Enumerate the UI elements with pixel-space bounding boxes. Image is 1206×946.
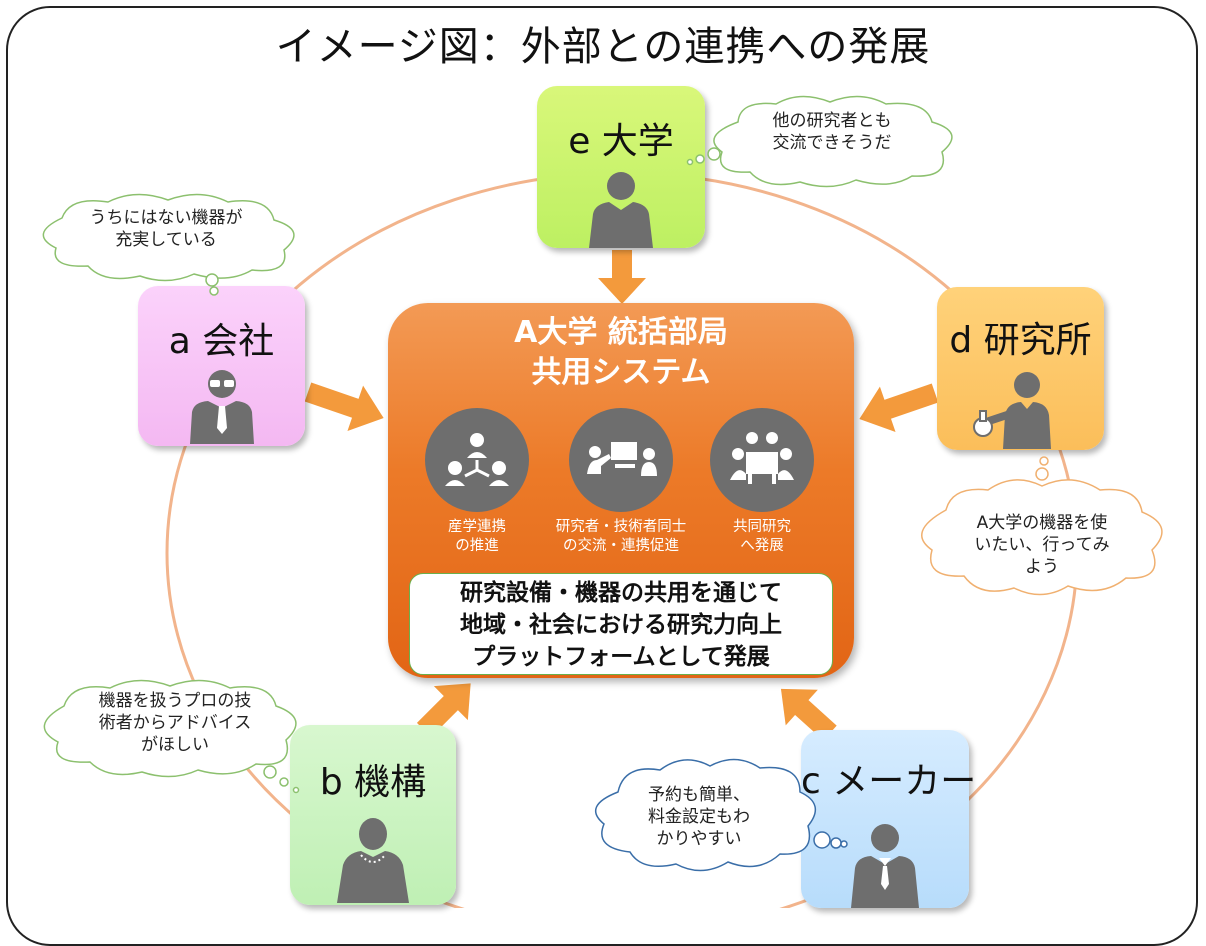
bubble-text-a: うちにはない機器が 充実している: [89, 208, 243, 250]
glasses-person-icon: [189, 370, 254, 444]
node-c-manufacturer: c メーカー: [801, 730, 977, 908]
businessman-icon: [851, 824, 919, 908]
arrow-a-to-center: [304, 382, 384, 431]
person-icon: [589, 172, 653, 248]
central-system-title: A大学 統括部局 共用システム: [388, 313, 854, 393]
node-label: e 大学: [568, 121, 674, 162]
thought-bubble-c: [594, 758, 848, 872]
node-label: b 機構: [319, 762, 427, 803]
network-people-icon: [425, 408, 529, 512]
node-label: c メーカー: [801, 761, 977, 802]
woman-icon: [337, 818, 409, 903]
central-system-panel: A大学 統括部局 共用システム 産学連携 の推進 研究者・技術者同士 の交流・連…: [388, 303, 854, 678]
mission-statement: 研究設備・機器の共用を通じて 地域・社会における研究力向上 プラットフォームとし…: [409, 573, 833, 675]
node-b-organization: b 機構: [290, 725, 456, 905]
bubble-text-e: 他の研究者とも 交流できそうだ: [772, 111, 892, 153]
thought-bubble-b: [43, 679, 300, 794]
thought-bubble-e: [686, 95, 953, 188]
meeting-table-icon: [710, 408, 814, 512]
node-label: a 会社: [168, 321, 275, 362]
node-a-company: a 会社: [138, 286, 305, 446]
feature-label-exchange: 研究者・技術者同士 の交流・連携促進: [555, 519, 687, 554]
scientist-icon: [972, 372, 1051, 449]
central-title-line2: 共用システム: [531, 355, 711, 390]
feature-label-joint-research: 共同研究 へ発展: [733, 519, 791, 554]
node-label: d 研究所: [949, 320, 1092, 361]
bubble-text-d: A大学の機器を使 いたい、行ってみ よう: [974, 513, 1110, 577]
page-title: イメージ図：外部との連携への発展: [275, 24, 931, 70]
bubble-text-c: 予約も簡単、 料金設定もわ かりやすい: [648, 785, 750, 849]
presentation-icon: [569, 408, 673, 512]
central-title-line1: A大学 統括部局: [514, 315, 728, 350]
bubble-text-b: 機器を扱うプロの技 術者からアドバイス がほしい: [98, 691, 252, 755]
thought-bubble-a: [42, 193, 295, 296]
node-d-institute: d 研究所: [937, 287, 1104, 450]
arrow-e-to-center: [598, 250, 646, 304]
feature-label-industry: 産学連携 の推進: [448, 519, 506, 554]
node-e-university: e 大学: [537, 86, 705, 248]
thought-bubble-d: [921, 456, 1163, 596]
arrow-d-to-center: [859, 383, 939, 432]
